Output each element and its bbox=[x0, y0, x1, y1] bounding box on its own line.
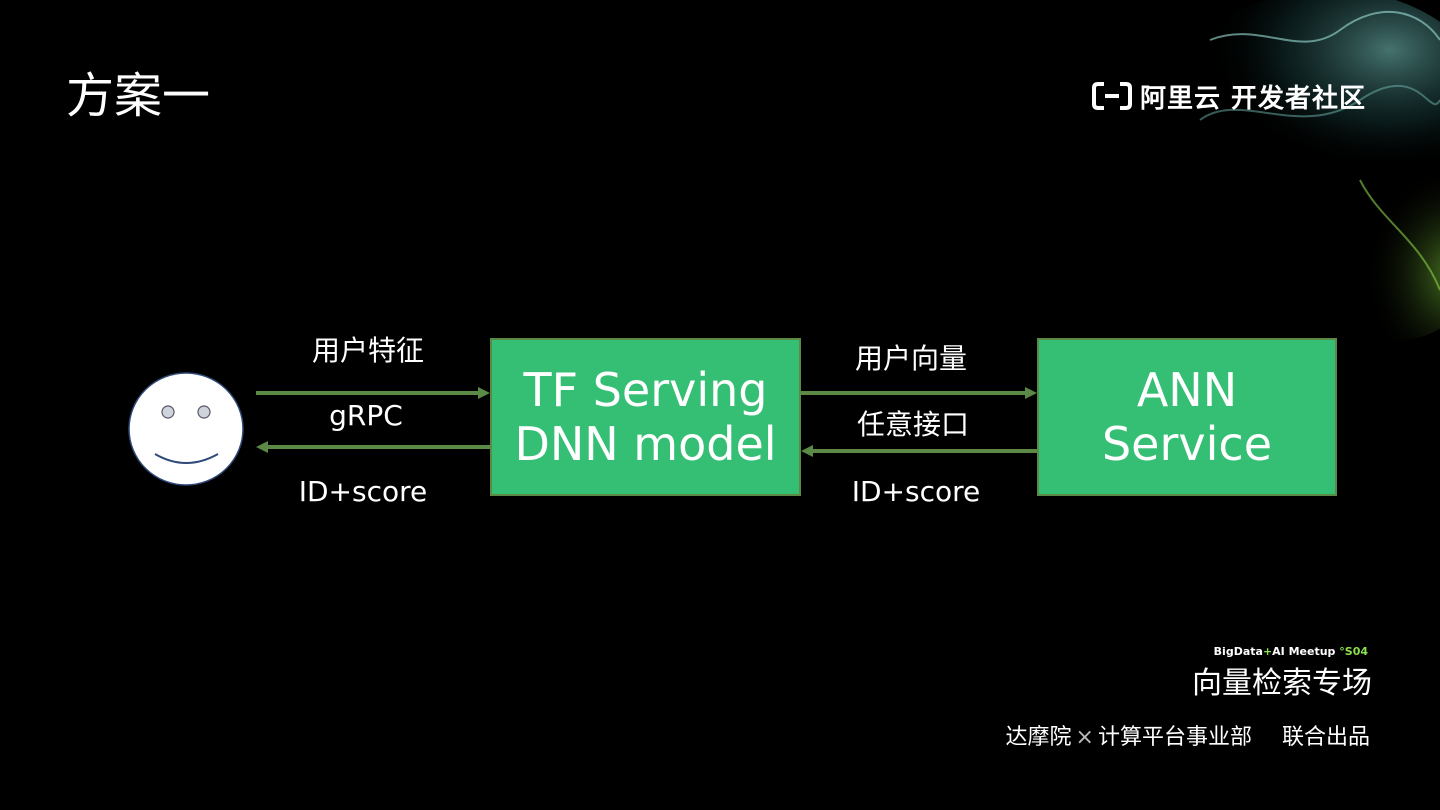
label-any-interface: 任意接口 bbox=[856, 408, 969, 441]
arrowhead-dnn-to-user bbox=[256, 441, 268, 453]
org-damo: 达摩院 bbox=[1005, 725, 1072, 750]
series-plus: + bbox=[1262, 645, 1273, 658]
aliyun-developer-logo: 阿里云 开发者社区 bbox=[1092, 78, 1366, 114]
dnn-node-line1: TF Serving bbox=[523, 363, 768, 417]
times-sign: × bbox=[1075, 725, 1094, 750]
label-id-score-right: ID+score bbox=[851, 475, 981, 508]
arrowhead-ann-to-dnn bbox=[801, 445, 813, 457]
ann-node-line2: Service bbox=[1101, 417, 1272, 471]
label-id-score-left: ID+score bbox=[298, 475, 428, 508]
meetup-series-tag: BigData+AI Meetup °S04 bbox=[1200, 645, 1368, 658]
arrowhead-dnn-to-ann bbox=[1025, 387, 1037, 399]
ann-node-line1: ANN bbox=[1136, 363, 1238, 417]
label-grpc: gRPC bbox=[329, 399, 403, 432]
arrowhead-user-to-dnn bbox=[478, 387, 490, 399]
series-season: °S04 bbox=[1339, 645, 1368, 658]
dnn-node-line2: DNN model bbox=[514, 417, 777, 471]
aliyun-bracket-icon bbox=[1092, 82, 1132, 110]
org-platform: 计算平台事业部 bbox=[1097, 725, 1252, 750]
label-user-vector: 用户向量 bbox=[854, 342, 967, 375]
logo-text: 阿里云 开发者社区 bbox=[1140, 83, 1367, 114]
label-user-feature: 用户特征 bbox=[311, 334, 424, 367]
event-title: 向量检索专场 bbox=[1192, 666, 1372, 701]
dnn-model-node: TF Serving DNN model bbox=[490, 338, 801, 496]
organizers-line: 达摩院×计算平台事业部 联合出品 bbox=[960, 722, 1370, 754]
user-smiley-icon bbox=[128, 372, 244, 486]
decorative-particle-art bbox=[1180, 0, 1440, 340]
slide-title: 方案一 bbox=[66, 68, 211, 124]
series-ai: AI Meetup bbox=[1272, 645, 1340, 658]
ann-service-node: ANN Service bbox=[1037, 338, 1337, 496]
series-prefix: BigData bbox=[1213, 645, 1263, 658]
credit-text: 联合出品 bbox=[1281, 725, 1370, 750]
